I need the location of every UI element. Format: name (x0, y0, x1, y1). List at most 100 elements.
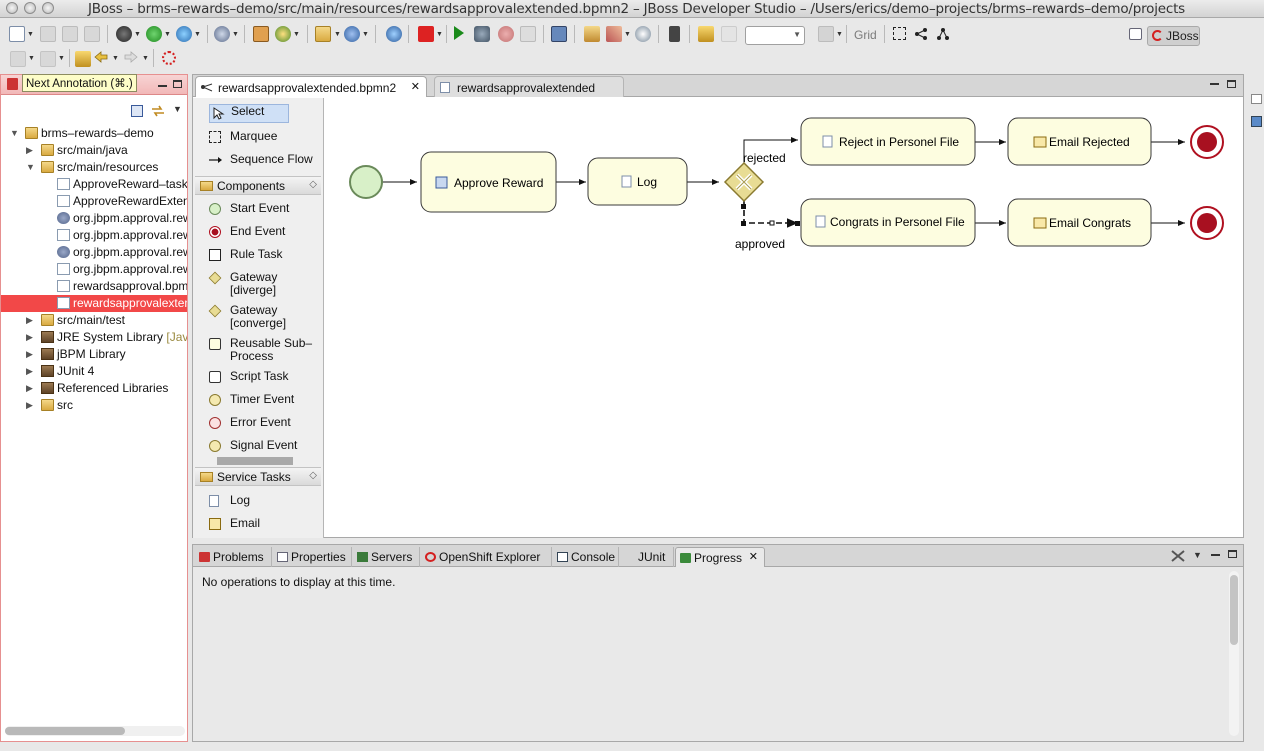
palette-view-icon[interactable] (1251, 116, 1262, 127)
tree-item[interactable]: ▶JUnit 4 (1, 363, 187, 380)
tree-item[interactable]: ▶jBPM Library (1, 346, 187, 363)
new-dropdown-icon[interactable]: ▼ (27, 31, 34, 38)
task-reject-personel-file[interactable]: Reject in Personel File (800, 117, 976, 166)
collapse-all-icon[interactable] (131, 105, 143, 117)
tab-bpmn2-editor[interactable]: rewardsapprovalextended.bpmn2 ✕ (195, 76, 427, 97)
close-tab-icon[interactable]: ✕ (410, 81, 420, 93)
tab-properties[interactable]: Properties (273, 547, 352, 567)
selection-handle[interactable] (741, 204, 746, 209)
resume-icon[interactable] (454, 26, 464, 40)
selection-handle[interactable] (741, 221, 746, 226)
forward-edit-icon[interactable] (721, 26, 737, 42)
tree-item[interactable]: ▶src (1, 397, 187, 414)
palette-service-tasks-header[interactable]: Service Tasks ◇ (195, 467, 321, 486)
grid-toggle[interactable]: Grid (854, 28, 877, 42)
drawer-pin-icon[interactable]: ◇ (309, 470, 317, 481)
new-file-icon[interactable] (9, 26, 25, 42)
back-icon[interactable] (94, 51, 108, 64)
tab-servers[interactable]: Servers (353, 547, 420, 567)
last-edit-icon[interactable] (75, 51, 91, 67)
tree-item[interactable]: ApproveReward–taskf (1, 176, 187, 193)
task-email-congrats[interactable]: Email Congrats (1007, 198, 1152, 247)
minimize-view-icon[interactable] (158, 85, 167, 87)
sequence-flow-approved[interactable] (743, 201, 798, 228)
remove-finished-icon[interactable] (1171, 550, 1185, 562)
tree-item[interactable]: org.jbpm.approval.rew (1, 210, 187, 227)
search-dropdown-icon[interactable]: ▼ (232, 31, 239, 38)
prev-annotation-dropdown-icon[interactable]: ▼ (58, 55, 65, 62)
maximize-view-icon[interactable] (173, 80, 182, 88)
outline-view-icon[interactable] (1251, 94, 1262, 104)
start-event[interactable] (349, 165, 383, 199)
skip-breakpoints-icon[interactable] (474, 26, 490, 42)
tab-problems[interactable]: Problems (195, 547, 272, 567)
minimize-panel-icon[interactable] (1211, 554, 1220, 556)
terminate-icon[interactable] (498, 26, 514, 42)
server-dropdown-icon[interactable]: ▼ (293, 31, 300, 38)
sequence-flow-rejected[interactable] (743, 137, 798, 163)
close-tab-icon[interactable]: ✕ (748, 551, 758, 563)
back-edit-icon[interactable] (698, 26, 714, 42)
align-icon[interactable] (818, 26, 834, 42)
tree-item[interactable]: org.jbpm.approval.rew (1, 261, 187, 278)
selection-handle[interactable] (769, 220, 775, 226)
task-log[interactable]: Log (587, 157, 688, 206)
globe-icon[interactable] (386, 26, 402, 42)
tree-item[interactable]: ▶src/main/java (1, 142, 187, 159)
expanded-twisty-icon[interactable]: ▼ (10, 128, 19, 138)
layout-tree-icon[interactable] (936, 27, 950, 40)
save-icon[interactable] (40, 26, 56, 42)
task-approve-reward[interactable]: Approve Reward (420, 151, 557, 213)
new-server-icon[interactable] (275, 26, 291, 42)
tree-item[interactable]: rewardsapprovalexten (1, 295, 187, 312)
publish-icon[interactable] (418, 26, 434, 42)
maximize-panel-icon[interactable] (1228, 550, 1237, 558)
package-icon[interactable] (253, 26, 269, 42)
align-dropdown-icon[interactable]: ▼ (836, 31, 843, 38)
tree-item[interactable]: ▶src/main/test (1, 312, 187, 329)
task-congrats-personel-file[interactable]: Congrats in Personel File (800, 198, 976, 247)
minimize-window-button[interactable] (24, 2, 36, 14)
tree-item[interactable]: ▼brms–rewards–demo (1, 125, 187, 142)
next-annotation-icon[interactable] (10, 51, 26, 67)
progress-vertical-scrollbar[interactable] (1229, 571, 1239, 736)
collapsed-twisty-icon[interactable]: ▶ (26, 349, 33, 359)
annotation-dropdown-icon[interactable]: ▼ (28, 55, 35, 62)
web-browser-icon[interactable] (344, 26, 360, 42)
view-menu-icon[interactable]: ▼ (173, 104, 182, 114)
search-icon[interactable] (214, 26, 230, 42)
build-gear-icon[interactable] (116, 26, 132, 42)
close-window-button[interactable] (6, 2, 18, 14)
view-menu-icon[interactable]: ▼ (1193, 550, 1202, 560)
collapsed-twisty-icon[interactable]: ▶ (26, 366, 33, 376)
palette-select-tool[interactable]: Select (209, 104, 289, 123)
palette-scroll-indicator[interactable] (217, 457, 293, 465)
minimize-editor-icon[interactable] (1210, 83, 1219, 85)
end-event-congrats[interactable] (1190, 206, 1224, 240)
pen-dropdown-icon[interactable]: ▼ (624, 31, 631, 38)
tree-item[interactable]: org.jbpm.approval.rew (1, 244, 187, 261)
link-with-editor-icon[interactable] (151, 105, 165, 117)
maximize-editor-icon[interactable] (1227, 80, 1236, 88)
exclusive-gateway[interactable] (723, 161, 765, 203)
connection-icon[interactable] (914, 27, 928, 40)
debug-dropdown-icon[interactable]: ▼ (194, 31, 201, 38)
marquee-select-icon[interactable] (893, 27, 906, 40)
palette-components-header[interactable]: Components ◇ (195, 176, 321, 195)
tree-item[interactable]: ApproveRewardExtend (1, 193, 187, 210)
tab-openshift[interactable]: OpenShift Explorer (421, 547, 552, 567)
collapsed-twisty-icon[interactable]: ▶ (26, 383, 33, 393)
mobile-device-icon[interactable] (669, 26, 680, 42)
zoom-window-button[interactable] (42, 2, 54, 14)
tab-process-editor[interactable]: rewardsapprovalextended (434, 76, 624, 97)
tab-junit[interactable]: JUnit (620, 547, 674, 567)
tree-item[interactable]: rewardsapproval.bpm (1, 278, 187, 295)
debug-icon[interactable] (176, 26, 192, 42)
collapsed-twisty-icon[interactable]: ▶ (26, 315, 33, 325)
forward-icon[interactable] (124, 51, 138, 64)
package-explorer-icon[interactable] (7, 78, 18, 90)
forward-dropdown-icon[interactable]: ▼ (142, 55, 149, 62)
open-perspective-icon[interactable] (1129, 28, 1142, 40)
tab-progress[interactable]: Progress✕ (675, 547, 765, 567)
search-tool-icon[interactable] (635, 26, 651, 42)
